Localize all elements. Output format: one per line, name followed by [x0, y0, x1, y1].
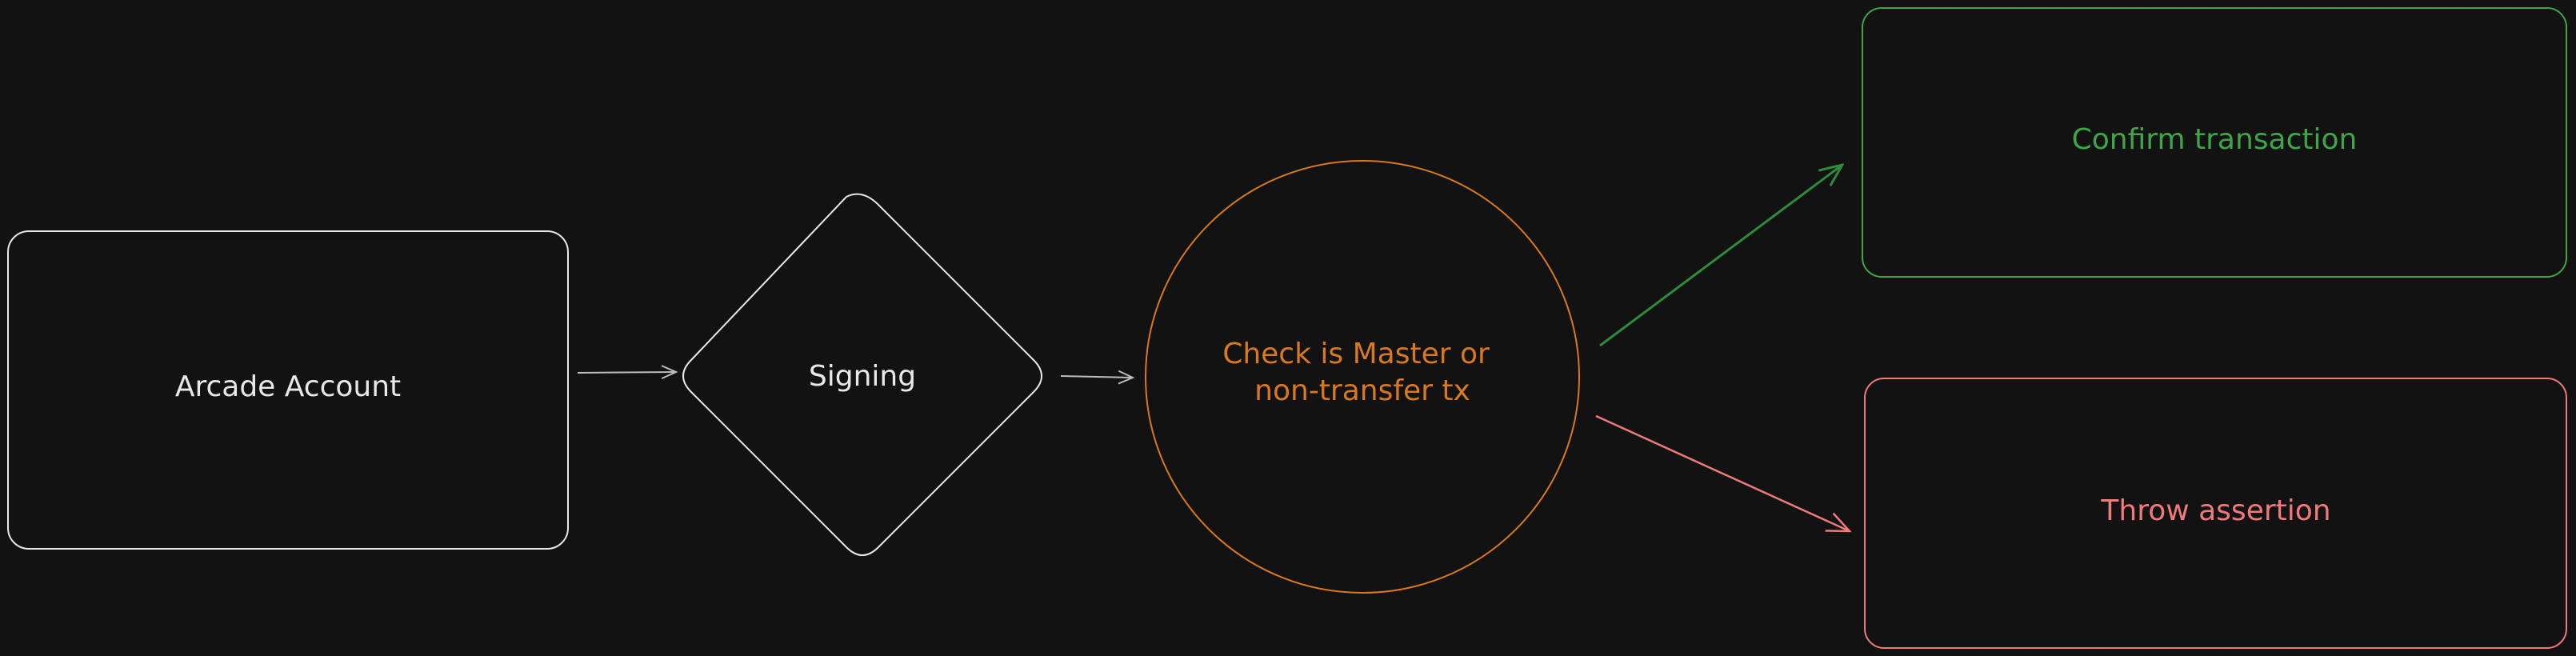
node-confirm-transaction-label: Confirm transaction	[2072, 123, 2358, 156]
edge-check-to-confirm	[1599, 165, 1842, 347]
node-check-label-line2: non-transfer tx	[1254, 374, 1470, 407]
node-signing-label: Signing	[809, 360, 916, 393]
node-throw-assertion-label: Throw assertion	[2100, 494, 2330, 527]
node-signing[interactable]: Signing	[682, 193, 1042, 556]
node-arcade-account[interactable]: Arcade Account	[7, 230, 569, 550]
node-check[interactable]: Check is Master or non-transfer tx	[1145, 160, 1580, 594]
edge-check-to-throw	[1595, 414, 1850, 531]
node-arcade-account-label: Arcade Account	[175, 370, 401, 403]
node-check-label-line1: Check is Master or	[1222, 338, 1490, 370]
node-confirm-transaction[interactable]: Confirm transaction	[1862, 7, 2567, 278]
node-throw-assertion-box	[1864, 378, 2567, 649]
node-arcade-account-box	[7, 230, 569, 550]
node-throw-assertion[interactable]: Throw assertion	[1864, 378, 2567, 649]
edge-account-to-signing	[577, 372, 676, 373]
edge-signing-to-check	[1060, 376, 1133, 378]
node-signing-diamond	[682, 193, 1042, 556]
node-confirm-transaction-box	[1862, 7, 2567, 278]
node-check-circle	[1145, 160, 1580, 594]
